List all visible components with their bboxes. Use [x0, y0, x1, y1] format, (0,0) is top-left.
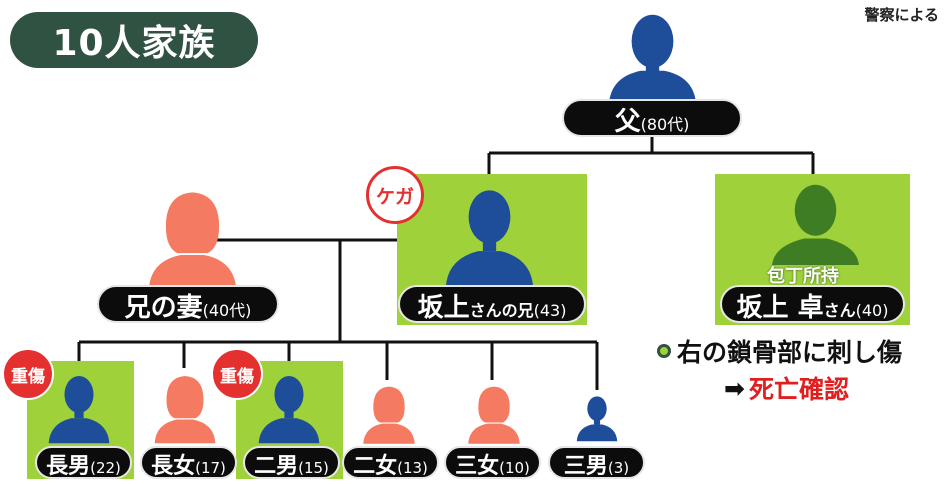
child-label-eldest-daughter: 長女(17) [140, 446, 237, 479]
second-son-figure-icon [256, 366, 322, 448]
brother-label: 坂上さんの兄(43) [398, 285, 586, 323]
brother-wife-label: 兄の妻(40代) [97, 285, 279, 323]
child-label-third-son: 三男(3) [548, 446, 645, 479]
brother-wife-figure-icon [145, 182, 240, 292]
child-label-third-daughter: 三女(10) [444, 446, 541, 479]
father-figure-icon [605, 10, 700, 105]
child-label-second-son: 二男(15) [243, 446, 340, 479]
serious-injury-badge: 重傷 [211, 348, 263, 400]
father-label: 父(80代) [562, 99, 742, 137]
child-label-eldest-son: 長男(22) [35, 446, 132, 479]
arrow-icon: ➡ [724, 373, 745, 403]
suspect-figure-icon [768, 180, 863, 265]
page-title: 10人家族 [10, 12, 258, 68]
suspect-label: 坂上 卓さん(40) [720, 285, 905, 323]
third-son-figure-icon [575, 388, 619, 446]
knife-tag: 包丁所持 [767, 266, 839, 287]
source-caption: 警察による [864, 6, 939, 24]
bullet-icon [657, 344, 671, 358]
eldest-daughter-figure-icon [152, 366, 218, 448]
eldest-son-figure-icon [46, 366, 112, 448]
brother-figure-icon [442, 180, 537, 290]
child-label-second-daughter: 二女(13) [342, 446, 439, 479]
second-daughter-figure-icon [361, 378, 417, 448]
result-note: ➡死亡確認 [724, 373, 849, 405]
serious-injury-badge: 重傷 [2, 348, 54, 400]
injury-note: 右の鎖骨部に刺し傷 [657, 333, 902, 369]
third-daughter-figure-icon [466, 378, 522, 448]
injury-badge: ケガ [366, 166, 424, 224]
